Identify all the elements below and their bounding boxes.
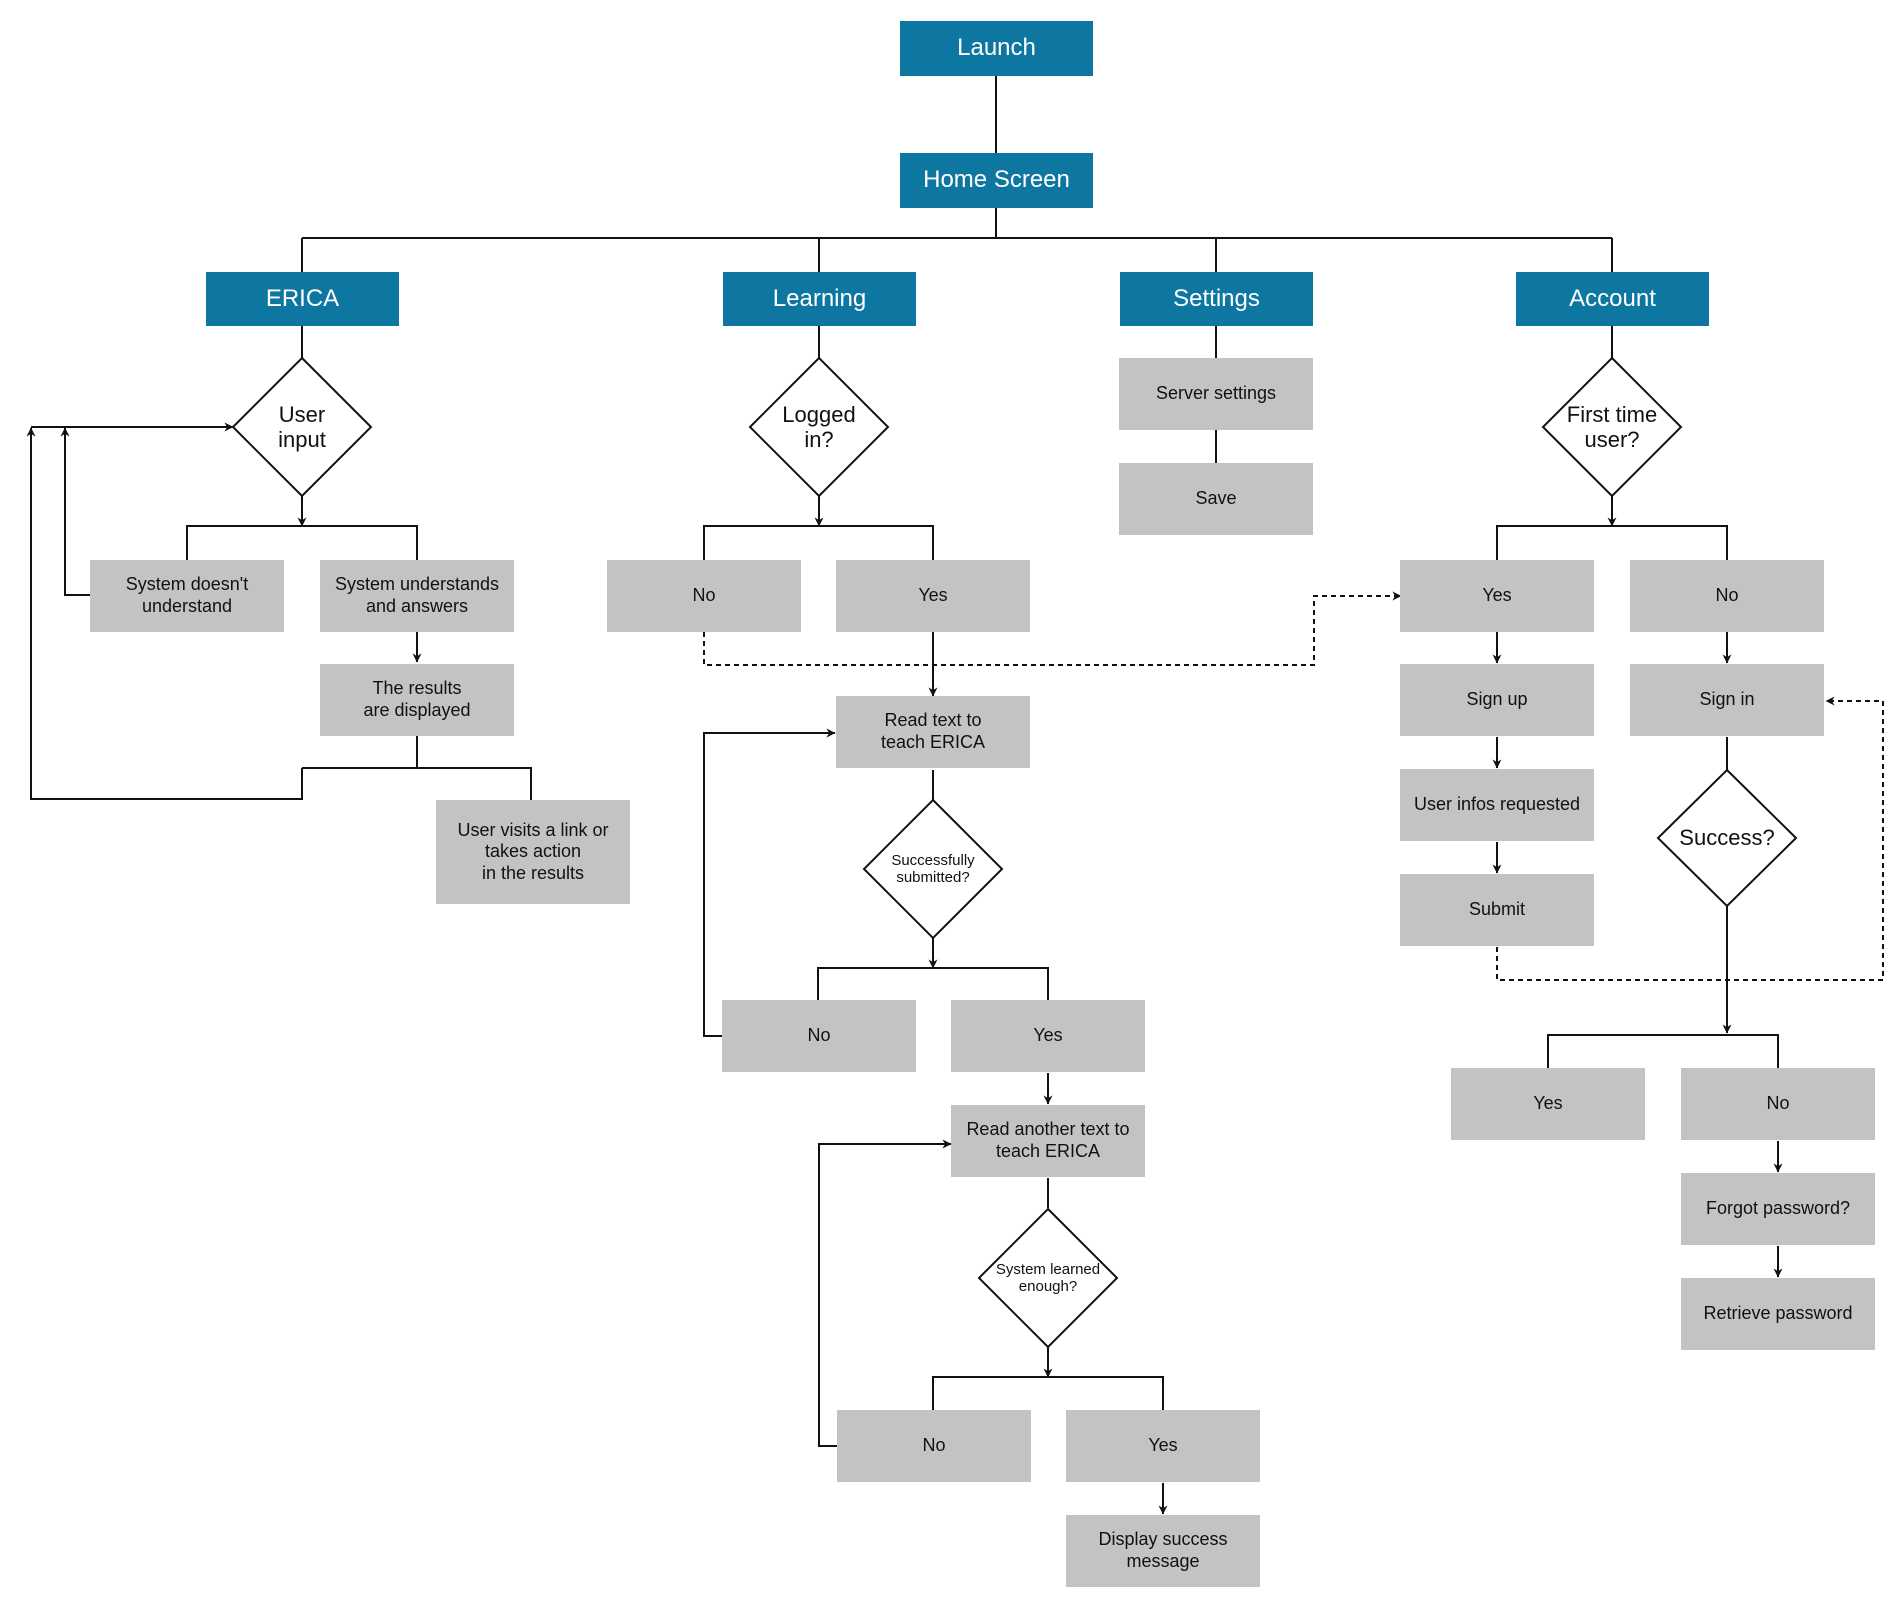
logged-in-label: Logged in? — [782, 401, 856, 452]
successfully-submitted-diamond — [862, 798, 1004, 940]
connector — [932, 1376, 1164, 1410]
user-input-diamond — [231, 356, 373, 498]
learning-yes-box: Yes — [836, 560, 1030, 632]
save-box: Save — [1119, 463, 1313, 535]
sign-in-box: Sign in — [1630, 664, 1824, 736]
connector — [1547, 1034, 1779, 1068]
successfully-submitted-label: Successfully submitted? — [891, 851, 975, 886]
feedback-arrow — [703, 728, 836, 1037]
feedback-arrow — [26, 427, 303, 800]
learning-box: Learning — [723, 272, 916, 326]
forgot-password-box: Forgot password? — [1681, 1173, 1875, 1245]
learned-yes-box: Yes — [1066, 1410, 1260, 1482]
read-another-text-box: Read another text to teach ERICA — [951, 1105, 1145, 1177]
retrieve-password-box: Retrieve password — [1681, 1278, 1875, 1350]
account-no-box: No — [1630, 560, 1824, 632]
server-settings-box: Server settings — [1119, 358, 1313, 430]
system-learned-diamond — [977, 1207, 1119, 1349]
erica-box: ERICA — [206, 272, 399, 326]
connector — [301, 208, 1613, 272]
user-visits-box: User visits a link or takes action in th… — [436, 800, 630, 904]
results-displayed-box: The results are displayed — [320, 664, 514, 736]
logged-in-diamond — [748, 356, 890, 498]
read-text-box: Read text to teach ERICA — [836, 696, 1030, 768]
first-time-user-label: First time user? — [1566, 401, 1658, 452]
submit-box: Submit — [1400, 874, 1594, 946]
feedback-arrow — [818, 1139, 952, 1447]
first-time-user-diamond — [1541, 356, 1683, 498]
user-input-label: User input — [278, 401, 326, 452]
success-diamond — [1656, 768, 1798, 908]
launch-box: Launch — [900, 21, 1093, 76]
learned-no-box: No — [837, 1410, 1031, 1482]
connector — [703, 525, 934, 560]
home-screen-box: Home Screen — [900, 153, 1093, 208]
success-no-box: No — [1681, 1068, 1875, 1140]
connector — [1496, 525, 1728, 560]
learning-no-box: No — [607, 560, 801, 632]
system-learned-label: System learned enough? — [995, 1260, 1101, 1295]
system-doesnt-understand-box: System doesn't understand — [90, 560, 284, 632]
submitted-no-box: No — [722, 1000, 916, 1072]
user-infos-requested-box: User infos requested — [1400, 769, 1594, 841]
system-understands-box: System understands and answers — [320, 560, 514, 632]
display-success-box: Display success message — [1066, 1515, 1260, 1587]
connector — [186, 525, 418, 560]
feedback-arrow — [60, 427, 90, 596]
dashed-arrow — [703, 591, 1402, 666]
success-label: Success? — [1679, 825, 1775, 851]
account-box: Account — [1516, 272, 1709, 326]
submitted-yes-box: Yes — [951, 1000, 1145, 1072]
settings-box: Settings — [1120, 272, 1313, 326]
success-yes-box: Yes — [1451, 1068, 1645, 1140]
connector — [817, 967, 1049, 1000]
connector — [302, 736, 532, 800]
dashed-arrow — [1496, 696, 1884, 981]
sign-up-box: Sign up — [1400, 664, 1594, 736]
account-yes-box: Yes — [1400, 560, 1594, 632]
